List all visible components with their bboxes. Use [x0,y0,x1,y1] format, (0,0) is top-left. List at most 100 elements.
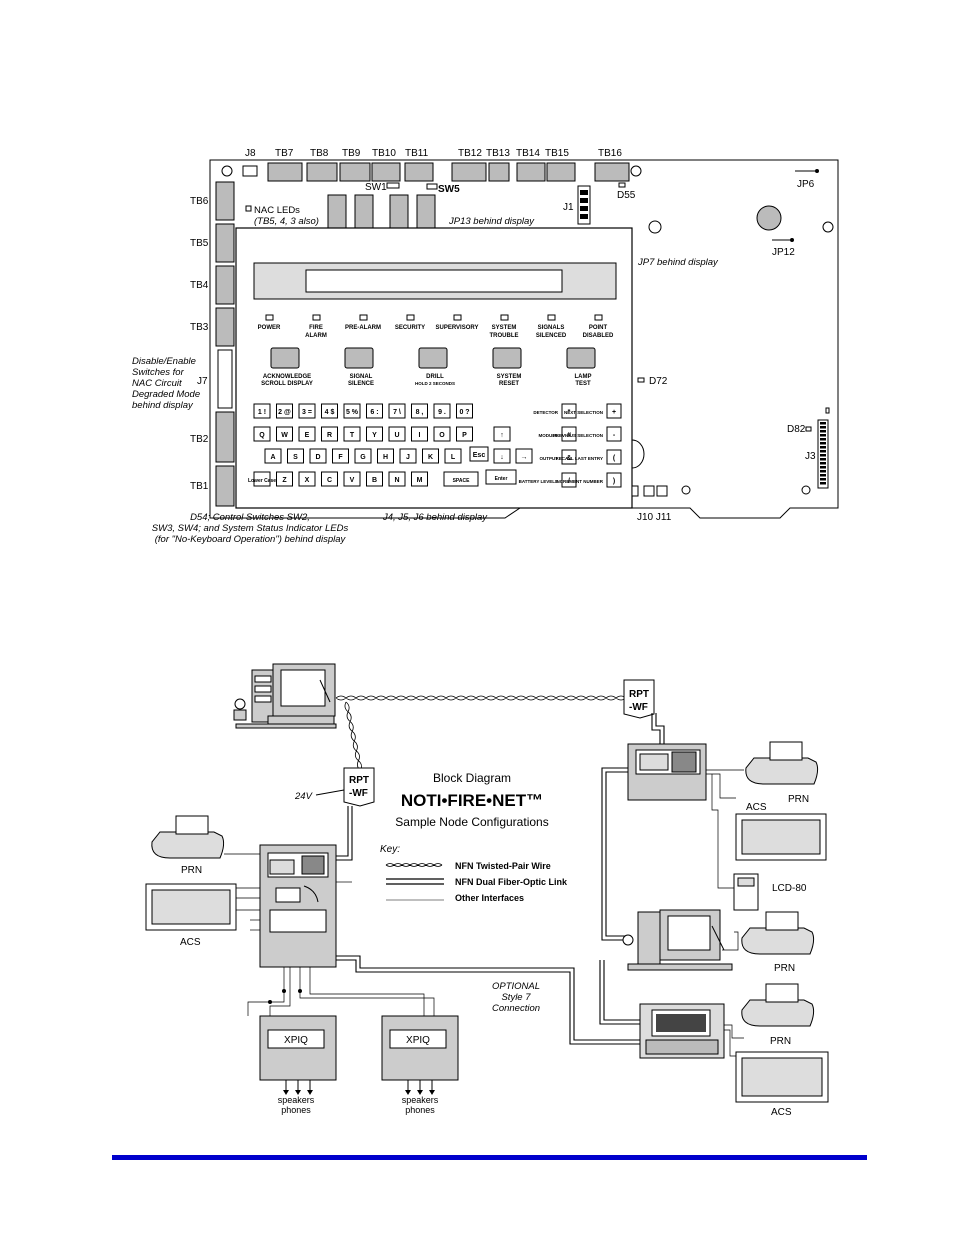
label-tb4: TB4 [190,280,209,291]
network-block-diagram: RPT -WF RPT -WF 24V Block Diagram NOTI•F… [145,663,829,1118]
func-label-3: OUTPUT [540,456,559,461]
top-terminals [221,162,834,242]
status-led-8: POINT DISABLED [583,314,614,339]
label-nac-leds: NAC LEDs [254,205,300,216]
key-8: 9 . [433,403,451,419]
svg-text:2 @: 2 @ [278,409,291,416]
svg-text:(for "No-Keyboard Operation"): (for "No-Keyboard Operation") behind dis… [155,534,347,545]
label-jp13-note: JP13 behind display [448,216,535,227]
nav-key-4: ) [606,472,622,488]
svg-text:NAC Circuit: NAC Circuit [132,378,182,389]
svg-text:Disable/Enable: Disable/Enable [132,356,196,367]
svg-text:ALARM: ALARM [305,333,327,339]
svg-text:SCROLL DISPLAY: SCROLL DISPLAY [261,381,313,387]
other-interfaces [224,769,744,1057]
svg-text:speakers: speakers [278,1095,315,1105]
key-k: K [422,448,439,464]
svg-text:3 =: 3 = [302,409,312,416]
key-h: H [377,448,394,464]
key-t: T [343,426,361,442]
key-2: 3 = [298,403,316,419]
status-led-3: PRE-ALARM [345,314,381,331]
svg-text:SUPERVISORY: SUPERVISORY [435,325,478,331]
disable-enable-note: Disable/Enable Switches for NAC Circuit … [132,356,200,411]
key-o: O [433,426,451,442]
status-led-4: SECURITY [395,314,425,331]
key-a: A [264,448,282,464]
printer-left [151,815,225,859]
svg-text:Q: Q [259,432,265,439]
svg-text:V: V [350,477,355,484]
svg-text:K: K [428,454,433,461]
func-key-1: * [561,403,577,419]
bottom-note-mid: J4, J5, J6 behind display [382,512,488,523]
fiber-links [336,713,665,1045]
svg-text:SIGNAL: SIGNAL [350,374,373,380]
svg-text:ACKNOWLEDGE: ACKNOWLEDGE [263,374,311,380]
svg-text:POWER: POWER [258,325,281,331]
key-5: 6 : [366,403,383,419]
svg-text:Switches for: Switches for [132,367,185,378]
key-x: X [298,471,316,487]
printer-right-mid [741,911,815,955]
svg-text:SILENCED: SILENCED [536,333,567,339]
svg-text:1 !: 1 ! [258,409,266,416]
nav-key-1: + [606,403,622,419]
svg-text:U: U [394,432,399,439]
func-key-2: # [561,426,577,442]
rpt-top-line2: -WF [629,702,648,713]
optional-line1: OPTIONAL [492,981,540,992]
label-j10-j11: J10 J11 [637,512,672,523]
key-space: SPACE [443,471,479,487]
label-j3: J3 [805,451,816,462]
key-lower-case: Lower Case [248,471,276,487]
nav-label-3: RECALL LAST ENTRY [555,456,603,461]
top-terminal-labels: J8 TB7 TB8 TB9 TB10 TB11 TB12 TB13 TB14 … [245,148,815,268]
svg-text:7 \: 7 \ [393,409,401,416]
key-b: B [366,471,383,487]
svg-text:↓: ↓ [500,454,504,461]
svg-text:): ) [613,478,615,485]
key-twisted-pair-symbol [385,863,443,867]
key-i: I [411,426,428,442]
svg-text:D: D [315,454,320,461]
svg-text:behind display: behind display [132,400,194,411]
func-label-1: DETECTOR [533,410,558,415]
svg-text:DRILL: DRILL [426,374,444,380]
lcd-80-label: LCD-80 [772,883,807,894]
central-fire-panel [259,844,337,968]
control-panel-board-diagram: J8 TB7 TB8 TB9 TB10 TB11 TB12 TB13 TB14 … [132,148,839,545]
xpiq-right-label: XPIQ [406,1035,430,1046]
svg-text:LAMP: LAMP [575,374,592,380]
key-l: L [444,448,462,464]
svg-text:SECURITY: SECURITY [395,325,425,331]
label-tb13: TB13 [486,148,510,159]
svg-text:DISABLED: DISABLED [583,333,614,339]
key-9: 0 ? [456,403,473,419]
label-j1: J1 [563,202,574,213]
svg-text:E: E [305,432,310,439]
label-d72: D72 [649,376,668,387]
svg-text:SIGNALS: SIGNALS [538,325,565,331]
key-w: W [276,426,293,442]
status-led-1: POWER [258,314,281,331]
key-up: ↑ [493,426,511,442]
func-label-4: BATTERY LEVELS [519,479,558,484]
svg-text:POINT: POINT [589,325,608,331]
svg-text:Esc: Esc [473,452,486,459]
key-down: ↓ [493,448,511,464]
svg-text:A: A [270,454,275,461]
svg-text:L: L [451,454,456,461]
key-4: 5 % [343,403,361,419]
key-item-twisted: NFN Twisted-Pair Wire [455,861,551,871]
optional-line3: Connection [492,1003,540,1014]
svg-text:J: J [406,454,410,461]
svg-text:*: * [568,409,571,416]
svg-text:G: G [360,454,366,461]
svg-text:F: F [338,454,343,461]
svg-text:6 :: 6 : [370,409,378,416]
